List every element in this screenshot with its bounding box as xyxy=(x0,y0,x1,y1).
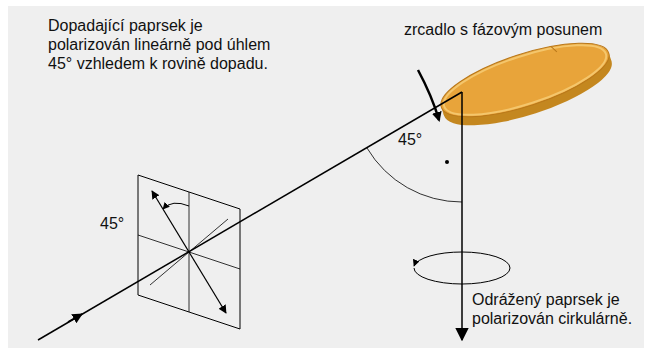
mirror-label: zrcadlo s fázovým posunem xyxy=(404,20,644,39)
reflected-note: Odrážený paprsek je polarizován cirkulár… xyxy=(472,290,640,328)
incident-note: Dopadající paprsek je polarizován lineár… xyxy=(48,16,280,73)
reflected-ray xyxy=(461,92,463,340)
phase-shift-mirror xyxy=(433,28,619,140)
panel-ground xyxy=(8,6,644,348)
right-angle-dot xyxy=(445,160,449,164)
circular-polarization-arrow xyxy=(414,252,510,284)
angle-label: 45° xyxy=(398,130,422,149)
angle-label: 45° xyxy=(100,214,124,233)
right-angle-arc xyxy=(367,148,462,202)
ray-direction-arrow xyxy=(68,314,82,322)
angle-arrow xyxy=(418,70,439,120)
incident-ray xyxy=(38,92,462,340)
